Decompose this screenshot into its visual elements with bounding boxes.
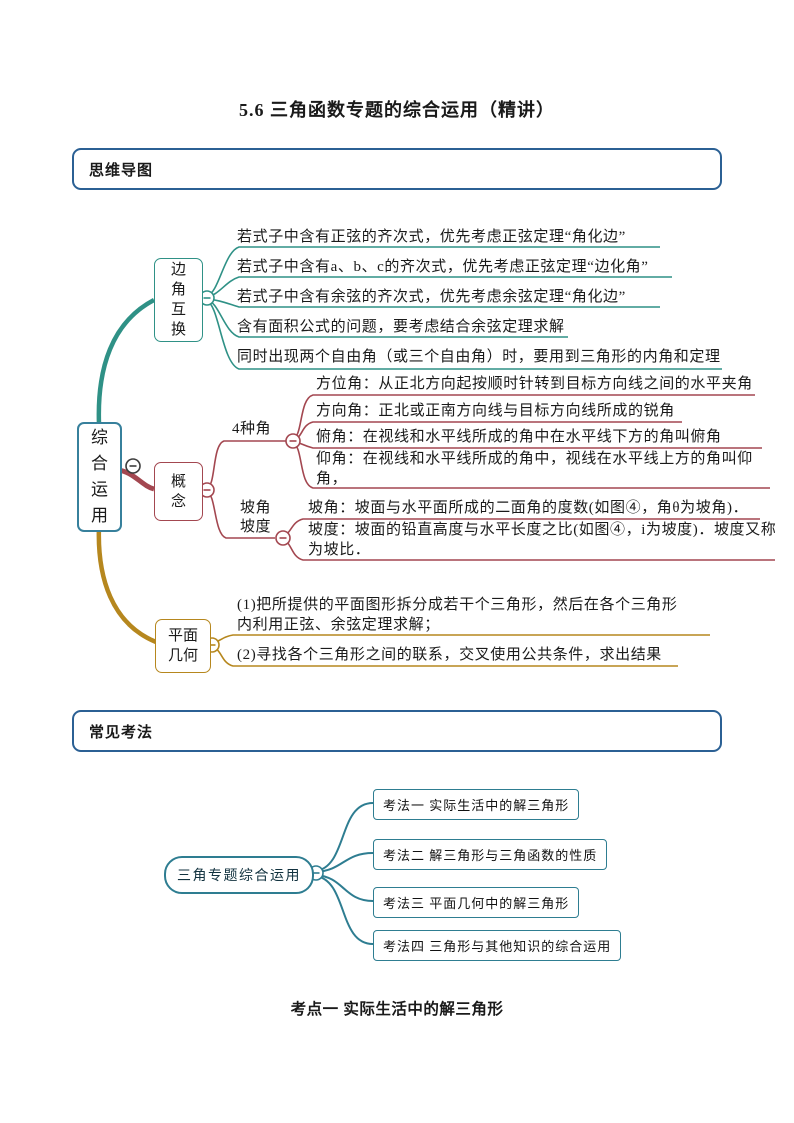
section-header-methods-label: 常见考法 (89, 724, 154, 741)
branch-curve-gold (96, 525, 157, 645)
leaf-text: 含有面积公式的问题，要考虑结合余弦定理求解 (237, 319, 565, 335)
leaf-text: 坡角：坡面与水平面所成的二面角的度数(如图④，角θ为坡角)． (308, 500, 749, 516)
leaf-text: 若式子中含有余弦的齐次式，优先考虑余弦定理“角化边” (237, 289, 626, 305)
collapse-button-root[interactable] (125, 458, 141, 474)
page-title: 5.6 三角函数专题的综合运用（精讲） (239, 100, 555, 120)
branch-node-edge-angle-exchange: 边角互换 (154, 258, 203, 342)
mindmap1-root-label: 综合运用 (91, 428, 108, 525)
collapse-button-four-angles[interactable] (285, 433, 301, 449)
leaf-text: (1)把所提供的平面图形拆分成若干个三角形，然后在各个三角形内利用正弦、余弦定理… (237, 597, 678, 633)
method-item-4: 考法四 三角形与其他知识的综合运用 (373, 930, 622, 961)
branch-label: 概念 (170, 473, 186, 510)
subbranch-label-slope: 坡角坡度 (240, 500, 272, 535)
collapse-button-concepts[interactable] (199, 482, 215, 498)
leaf-text: (2)寻找各个三角形之间的联系，交叉使用公共条件，求出结果 (237, 647, 662, 663)
leaf-text: 同时出现两个自由角（或三个自由角）时，要用到三角形的内角和定理 (237, 349, 721, 365)
branch-node-plane-geometry: 平面几何 (155, 619, 211, 673)
branch-label: 平面几何 (167, 628, 198, 664)
leaf-text: 仰角：在视线和水平线所成的角中，视线在水平线上方的角叫仰角， (316, 451, 753, 487)
leaf-text: 坡度：坡面的铅直高度与水平长度之比(如图④，i为坡度)．坡度又称为坡比． (308, 522, 777, 558)
section-header-methods: 常见考法 (72, 710, 722, 752)
leaf-text: 俯角：在视线和水平线所成的角中在水平线下方的角叫俯角 (316, 429, 722, 445)
collapse-button-edge-angle[interactable] (199, 290, 215, 306)
mindmap2-root-label: 三角专题综合运用 (177, 869, 301, 884)
method-item-1: 考法一 实际生活中的解三角形 (373, 789, 580, 820)
leaf-text: 方位角：从正北方向起按顺时针转到目标方向线之间的水平夹角 (316, 376, 753, 392)
leaf-text: 若式子中含有a、b、c的齐次式，优先考虑正弦定理“边化角” (237, 259, 649, 275)
map2-connectors (315, 802, 374, 945)
mindmap2-root-node: 三角专题综合运用 (164, 856, 314, 894)
subbranch-label-four-angles: 4种角 (232, 421, 272, 437)
leaf-text: 若式子中含有正弦的齐次式，优先考虑正弦定理“角化边” (237, 229, 626, 245)
branch-curve-teal (96, 298, 156, 425)
collapse-button-slope[interactable] (275, 530, 291, 546)
section-header-mindmap-label: 思维导图 (89, 162, 154, 179)
mindmap1-root-node: 综合运用 (77, 422, 122, 532)
section-header-mindmap: 思维导图 (72, 148, 722, 190)
branch-label: 边角互换 (170, 262, 186, 338)
method-item-3: 考法三 平面几何中的解三角形 (373, 887, 580, 918)
leaf-text: 方向角：正北或正南方向线与目标方向线所成的锐角 (316, 403, 675, 419)
exam-point-heading: 考点一 实际生活中的解三角形 (290, 1001, 504, 1018)
method-item-2: 考法二 解三角形与三角函数的性质 (373, 839, 608, 870)
branch-node-concepts: 概念 (154, 462, 203, 521)
